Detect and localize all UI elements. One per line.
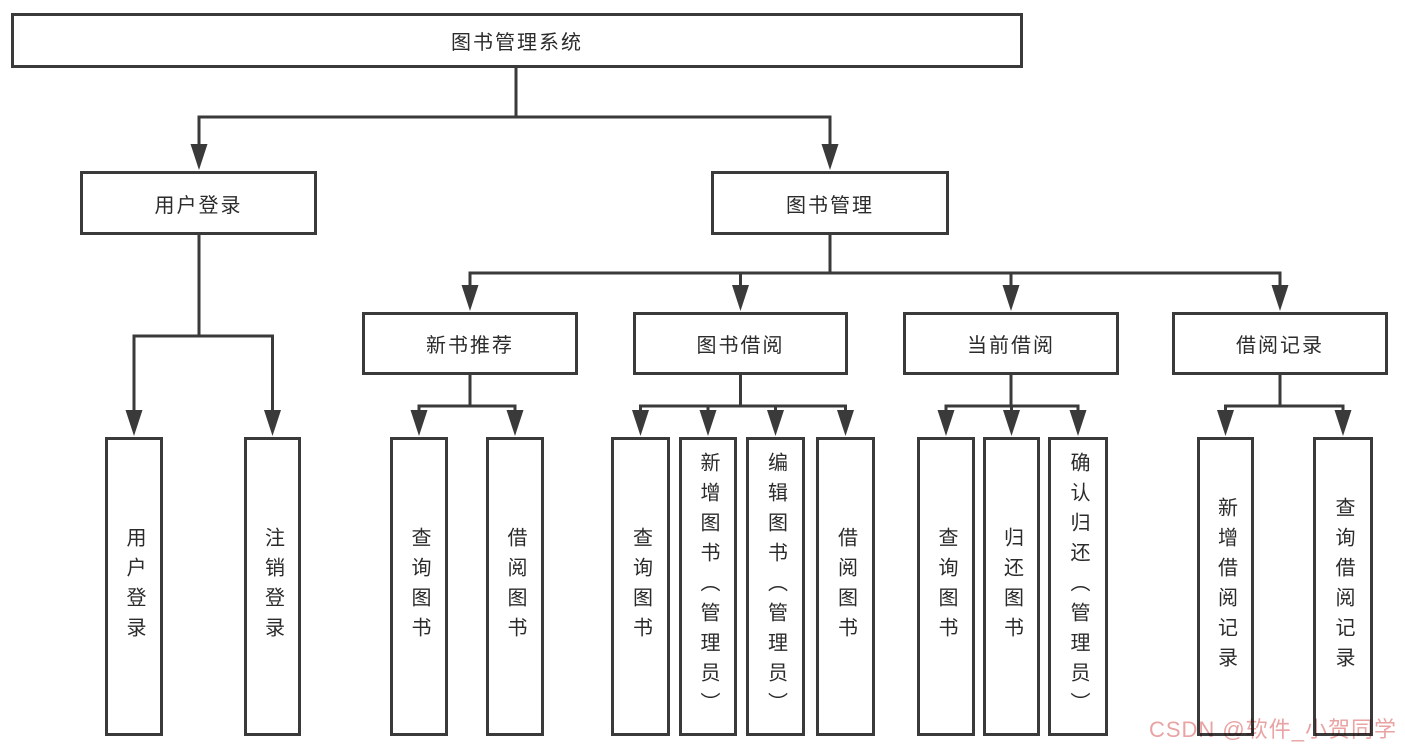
node-borrow-records: 借阅记录 xyxy=(1172,312,1388,375)
leaf-records-add-record: 新增借阅记录 xyxy=(1197,437,1254,736)
leaf-newbook-borrow-book-label: 借阅图书 xyxy=(504,526,526,647)
connector-root-to-branches xyxy=(190,68,839,170)
node-user-login-branch: 用户登录 xyxy=(80,171,317,235)
leaf-current-query-book: 查询图书 xyxy=(917,437,975,736)
leaf-newbook-borrow-book: 借阅图书 xyxy=(486,437,544,736)
node-new-book-recommend-label: 新书推荐 xyxy=(426,335,514,357)
node-book-management-label: 图书管理 xyxy=(786,194,874,217)
leaf-current-return-book-label: 归还图书 xyxy=(1000,526,1023,647)
leaf-logout-label: 注销登录 xyxy=(261,526,284,647)
leaf-current-confirm-return-admin: 确认归还（管理员） xyxy=(1048,437,1108,736)
leaf-current-query-book-label: 查询图书 xyxy=(935,526,957,647)
leaf-newbook-query-book: 查询图书 xyxy=(390,437,448,736)
csdn-watermark: CSDN @软件_小贺同学 xyxy=(1148,717,1397,742)
connector-login-to-leaves xyxy=(125,235,281,436)
node-book-borrow: 图书借阅 xyxy=(633,312,848,375)
leaf-borrow-query-book-label: 查询图书 xyxy=(629,526,652,647)
leaf-borrow-edit-book-admin: 编辑图书（管理员） xyxy=(746,437,805,736)
node-book-management: 图书管理 xyxy=(711,171,949,235)
node-root-label: 图书管理系统 xyxy=(451,32,583,54)
leaf-user-login-label: 用户登录 xyxy=(123,526,145,647)
leaf-borrow-borrow-book-label: 借阅图书 xyxy=(834,526,857,647)
node-new-book-recommend: 新书推荐 xyxy=(362,312,578,375)
leaf-newbook-query-book-label: 查询图书 xyxy=(408,526,430,647)
connector-current-to-leaves xyxy=(937,375,1087,436)
leaf-user-login: 用户登录 xyxy=(105,437,163,736)
node-user-login-branch-label: 用户登录 xyxy=(154,194,243,217)
connector-records-to-leaves xyxy=(1217,375,1352,436)
leaf-borrow-query-book: 查询图书 xyxy=(611,437,670,736)
connector-borrow-to-leaves xyxy=(632,375,854,436)
connector-newbook-to-leaves xyxy=(410,375,524,436)
node-root-system: 图书管理系统 xyxy=(11,13,1023,68)
leaf-borrow-edit-book-admin-label: 编辑图书（管理员） xyxy=(764,451,787,722)
leaf-current-return-book: 归还图书 xyxy=(983,437,1040,736)
node-book-borrow-label: 图书借阅 xyxy=(696,335,785,357)
leaf-current-confirm-return-admin-label: 确认归还（管理员） xyxy=(1067,451,1089,722)
leaf-records-add-record-label: 新增借阅记录 xyxy=(1214,496,1237,677)
leaf-records-query-record-label: 查询借阅记录 xyxy=(1332,496,1354,677)
connector-mgmt-to-modules xyxy=(461,235,1289,311)
node-current-borrow: 当前借阅 xyxy=(903,312,1119,375)
node-borrow-records-label: 借阅记录 xyxy=(1236,335,1324,357)
leaf-records-query-record: 查询借阅记录 xyxy=(1313,437,1373,736)
node-current-borrow-label: 当前借阅 xyxy=(967,335,1055,357)
leaf-logout: 注销登录 xyxy=(244,437,301,736)
leaf-borrow-add-book-admin: 新增图书（管理员） xyxy=(679,437,737,736)
leaf-borrow-add-book-admin-label: 新增图书（管理员） xyxy=(697,451,719,722)
leaf-borrow-borrow-book: 借阅图书 xyxy=(816,437,875,736)
